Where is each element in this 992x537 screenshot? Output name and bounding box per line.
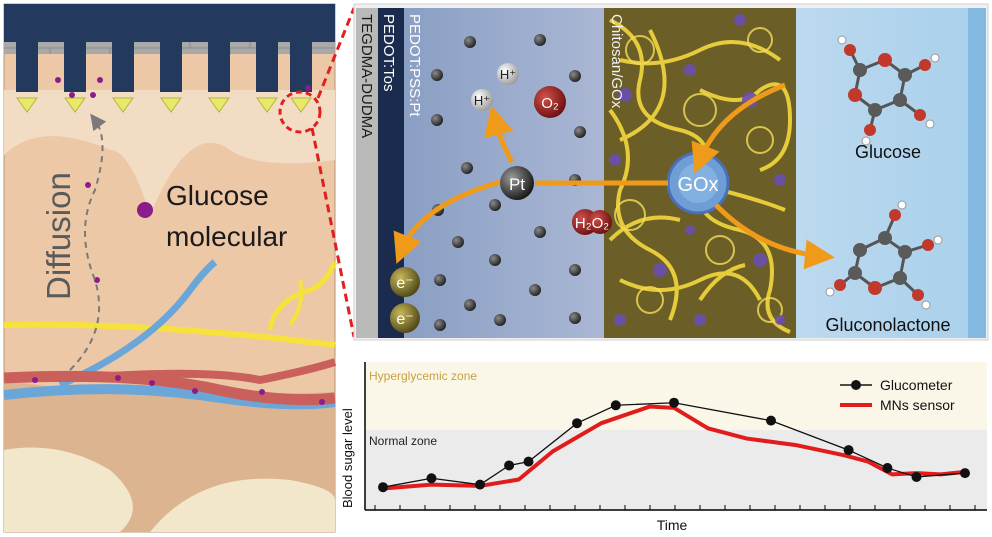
skin-panel: Diffusion Glucose molecular	[3, 3, 338, 533]
glucometer-point	[504, 460, 515, 471]
glucose-label-line2: molecular	[166, 221, 287, 252]
pedot-tos-label: PEDOT:Tos	[380, 14, 397, 92]
reaction-arrows	[393, 82, 835, 270]
glucometer-point	[523, 456, 534, 467]
gluconolactone-structure	[825, 200, 943, 310]
glucometer-point	[766, 415, 776, 426]
gluconolactone-label: Gluconolactone	[825, 315, 950, 335]
callout-circle	[278, 90, 322, 134]
tegdma-label: TEGDMA-DUDMA	[358, 14, 375, 138]
sensor-layers: GOx TEGDMA-DUDMA PEDOT:Tos PEDOT:PSS:Pt …	[353, 3, 989, 341]
o2-label: O₂	[541, 95, 559, 112]
blood-vessel-red	[3, 370, 336, 406]
glucose-structure-label: Glucose	[855, 142, 921, 162]
glucometer-point	[572, 418, 582, 429]
glucometer-point	[475, 479, 485, 490]
fat-cells	[4, 447, 133, 532]
h-plus-label-1: H⁺	[500, 67, 516, 82]
h2o2-label: H₂O₂	[575, 215, 609, 232]
legend-marker-glucometer	[851, 380, 861, 390]
glucose-molecule-large	[137, 202, 153, 218]
microneedle-array	[16, 4, 312, 113]
pedot-pss-pt-label: PEDOT:PSS:Pt	[406, 14, 423, 117]
glucometer-point	[960, 468, 970, 479]
glucose-molecules	[32, 77, 325, 405]
glucometer-point	[669, 397, 679, 408]
glucose-label-line1: Glucose	[166, 180, 269, 211]
diffusion-path	[69, 113, 107, 371]
nerve-fiber	[3, 321, 336, 348]
callout-line-top	[316, 7, 356, 99]
diffusion-label: Diffusion	[40, 172, 77, 300]
glucometer-point	[843, 445, 854, 456]
glucometer-point	[610, 400, 621, 411]
pt-label: Pt	[509, 175, 525, 194]
glucometer-point	[378, 482, 388, 493]
h-plus-label-2: H⁺	[474, 93, 490, 108]
x-ticks	[374, 505, 976, 510]
chitosan-gox-label: Chitosan/GOx	[608, 14, 625, 109]
electron-label-1: e⁻	[396, 275, 413, 292]
tegdma-layer	[356, 8, 378, 338]
glucometer-point	[882, 463, 893, 473]
epidermis-layer	[4, 90, 335, 215]
glucose-structure	[837, 35, 940, 146]
legend: Glucometer MNs sensor	[840, 377, 955, 413]
hyperglycemic-zone	[365, 362, 987, 430]
legend-label-glucometer: Glucometer	[880, 377, 953, 393]
glucometer-point	[426, 473, 437, 484]
callout-line-bottom	[310, 127, 356, 338]
series-line-mns-sensor	[382, 404, 966, 491]
x-axis-label: Time	[657, 517, 688, 533]
zone-label-hyperglycemic: Hyperglycemic zone	[369, 369, 477, 383]
series-layer	[378, 397, 970, 493]
glucometer-point	[911, 471, 922, 482]
gox-label: GOx	[677, 174, 718, 196]
electron-label-2: e⁻	[396, 311, 413, 328]
zone-label-normal: Normal zone	[369, 434, 437, 448]
y-axis-label: Blood sugar level	[340, 408, 355, 508]
blood-sugar-chart: Hyperglycemic zone Normal zone Blood sug…	[340, 362, 987, 533]
legend-label-mns: MNs sensor	[880, 397, 955, 413]
